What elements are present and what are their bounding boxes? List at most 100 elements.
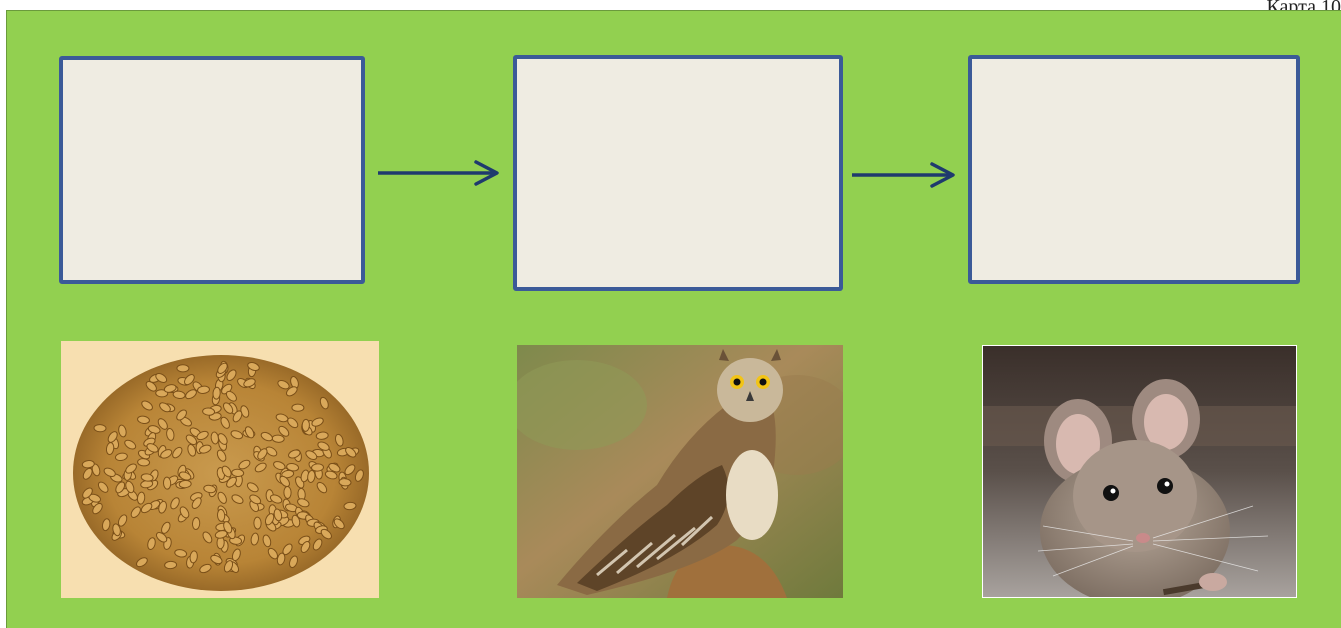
wheat-grain: [114, 452, 128, 461]
wheat-grain: [184, 374, 195, 386]
wheat-grain: [253, 516, 262, 530]
wheat-grain: [214, 530, 228, 539]
arrow-right-icon: [378, 160, 499, 186]
wheat-grain: [324, 470, 338, 480]
wheat-grain: [243, 378, 256, 388]
wheat-grain: [279, 475, 290, 488]
wheat-grain: [147, 537, 156, 550]
mouse-icon: [983, 346, 1296, 597]
wheat-grain: [82, 467, 93, 480]
wheat-grain: [230, 430, 244, 440]
wheat-grain: [137, 458, 151, 467]
wheat-grains-icon: [73, 355, 369, 591]
wheat-grain: [345, 447, 357, 458]
wheat-grain: [92, 502, 103, 515]
wheat-grain: [273, 461, 286, 471]
wheat-grain: [311, 417, 324, 427]
wheat-grain: [273, 508, 283, 522]
wheat-grain: [226, 476, 237, 488]
wheat-grain: [286, 386, 298, 397]
wheat-grain: [172, 446, 183, 459]
wheat-grain: [125, 480, 135, 494]
wheat-grain: [210, 554, 223, 565]
wheat-grain: [221, 465, 232, 478]
wheat-grain: [166, 427, 175, 441]
wheat-grains-image[interactable]: [61, 341, 379, 598]
wheat-grain: [267, 547, 279, 560]
wheat-grain: [249, 494, 262, 505]
wheat-grain: [124, 439, 137, 450]
wheat-grain: [283, 486, 292, 499]
wheat-grain: [231, 494, 244, 504]
wheat-grain: [231, 548, 241, 562]
wheat-grain: [307, 470, 316, 483]
wheat-grain: [334, 433, 344, 447]
wheat-grain: [217, 491, 227, 504]
wheat-grain: [276, 552, 286, 566]
wheat-grain: [178, 479, 192, 489]
wheat-grain: [187, 443, 197, 457]
wheat-grain: [130, 506, 141, 518]
wheat-grain: [170, 497, 180, 510]
wheat-grain: [257, 448, 268, 460]
wheat-grain: [225, 390, 237, 402]
wheat-grain: [217, 433, 228, 445]
wheat-grain: [189, 550, 198, 564]
wheat-grain: [125, 463, 137, 474]
wheat-grain: [158, 500, 167, 514]
wheat-grain: [265, 446, 278, 457]
wheat-grain: [112, 523, 121, 537]
wheat-grain: [164, 560, 178, 570]
wheat-grain: [338, 478, 352, 487]
wheat-grain: [105, 442, 115, 456]
wheat-grain: [176, 364, 190, 373]
owl-icon: [517, 345, 843, 598]
wheat-grain: [178, 471, 192, 481]
wheat-grain: [333, 518, 345, 530]
wheat-grain: [244, 426, 255, 439]
wheat-grain: [264, 513, 275, 526]
wheat-grain: [289, 555, 298, 569]
wheat-grain: [269, 494, 283, 504]
wheat-grain: [216, 508, 226, 522]
wheat-grain: [140, 502, 153, 514]
wheat-grain: [162, 476, 172, 490]
wheat-grain: [354, 469, 364, 482]
owl-image[interactable]: [517, 345, 843, 598]
wheat-grain: [222, 402, 234, 414]
wheat-grain: [317, 441, 330, 451]
wheat-grain: [160, 449, 173, 459]
answer-slot-3[interactable]: [968, 55, 1300, 284]
wheat-grain: [254, 462, 267, 473]
wheat-grain: [312, 538, 323, 551]
wheat-grain: [247, 362, 260, 371]
wheat-grain: [179, 506, 190, 519]
arrow-right-icon: [852, 162, 955, 188]
wheat-grain: [197, 385, 210, 394]
wheat-grain: [262, 534, 272, 548]
wheat-grain: [238, 459, 251, 470]
wheat-grain: [82, 487, 93, 499]
mouse-image[interactable]: [982, 345, 1297, 598]
wheat-grain: [328, 462, 341, 473]
wheat-grain: [199, 563, 212, 574]
wheat-grain: [101, 518, 111, 532]
wheat-grain: [145, 381, 157, 392]
wheat-grain: [288, 449, 301, 459]
wheat-grain: [260, 431, 273, 442]
wheat-grain: [185, 434, 198, 446]
wheat-grain: [115, 481, 126, 494]
wheat-grain: [281, 469, 295, 479]
wheat-grain: [220, 416, 230, 429]
answer-slot-1[interactable]: [59, 56, 365, 284]
wheat-grain: [103, 467, 116, 477]
wheat-grain: [291, 514, 301, 528]
wheat-grain: [146, 443, 159, 453]
wheat-grain: [203, 484, 217, 494]
wheat-grain: [202, 531, 213, 544]
wheat-grain: [271, 434, 285, 443]
wheat-grain: [117, 514, 128, 527]
answer-slot-2[interactable]: [513, 55, 843, 291]
wheat-grain: [118, 424, 127, 438]
wheat-grain: [140, 473, 154, 482]
